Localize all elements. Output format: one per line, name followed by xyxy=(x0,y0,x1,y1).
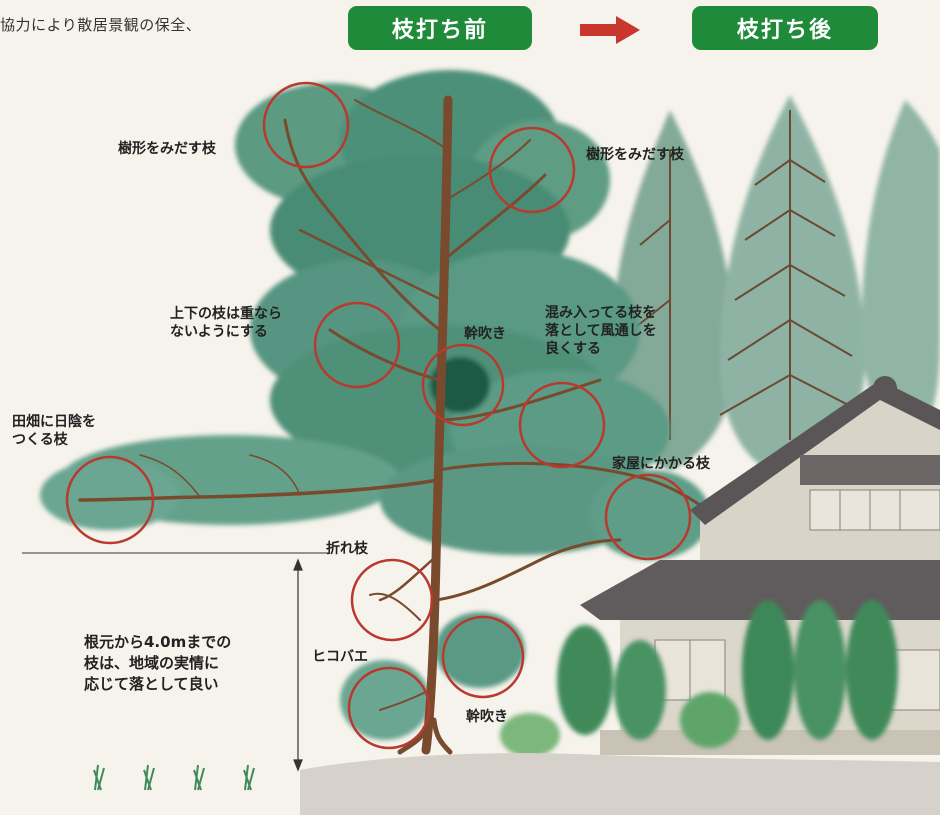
main-tree-branches xyxy=(78,95,717,755)
pruning-circles xyxy=(65,81,692,750)
right-arrow-icon xyxy=(580,16,640,44)
rice-seedlings xyxy=(93,764,255,791)
background-cedar-trunks xyxy=(631,110,859,440)
label-crown-left: 樹形をみだす枝 xyxy=(118,141,216,157)
circle-crown-right xyxy=(488,126,576,214)
label-trunk-sprout-lower: 幹吹き xyxy=(466,709,508,725)
label-overlap: 上下の枝は重なら ないようにする xyxy=(170,306,282,340)
circle-hikobae xyxy=(347,666,431,750)
intro-text: 協力により散居景観の保全、 xyxy=(0,16,202,34)
height-note: 根元から4.0mまでの 枝は、地域の実情に 応じて落として良い xyxy=(84,633,232,693)
circle-trunk-sprout-upper xyxy=(421,343,505,427)
before-pruning-badge: 枝打ち前 xyxy=(348,6,532,50)
label-hikobae: ヒコバエ xyxy=(312,649,368,665)
hedge-trees xyxy=(500,600,898,757)
circle-house-branch xyxy=(604,473,692,561)
circle-broken xyxy=(350,558,434,642)
label-house-branch: 家屋にかかる枝 xyxy=(612,456,710,472)
circle-field-shade xyxy=(65,455,155,545)
circle-trunk-sprout-lower xyxy=(441,615,525,699)
ground xyxy=(300,753,940,815)
after-pruning-badge: 枝打ち後 xyxy=(692,6,878,50)
height-arrow xyxy=(293,558,303,772)
label-crowded: 混み入ってる枝を 落として風通しを 良くする xyxy=(545,305,657,357)
label-crown-right: 樹形をみだす枝 xyxy=(586,147,684,163)
label-trunk-sprout-upper: 幹吹き xyxy=(464,326,506,342)
main-tree-foliage xyxy=(40,70,710,740)
circle-crowded xyxy=(518,381,606,469)
circle-overlap xyxy=(313,301,401,389)
background-cedar-trees xyxy=(611,95,940,480)
circle-crown-left xyxy=(262,81,350,169)
label-field-shade: 田畑に日陰を つくる枝 xyxy=(12,414,96,448)
label-broken: 折れ枝 xyxy=(326,541,368,557)
